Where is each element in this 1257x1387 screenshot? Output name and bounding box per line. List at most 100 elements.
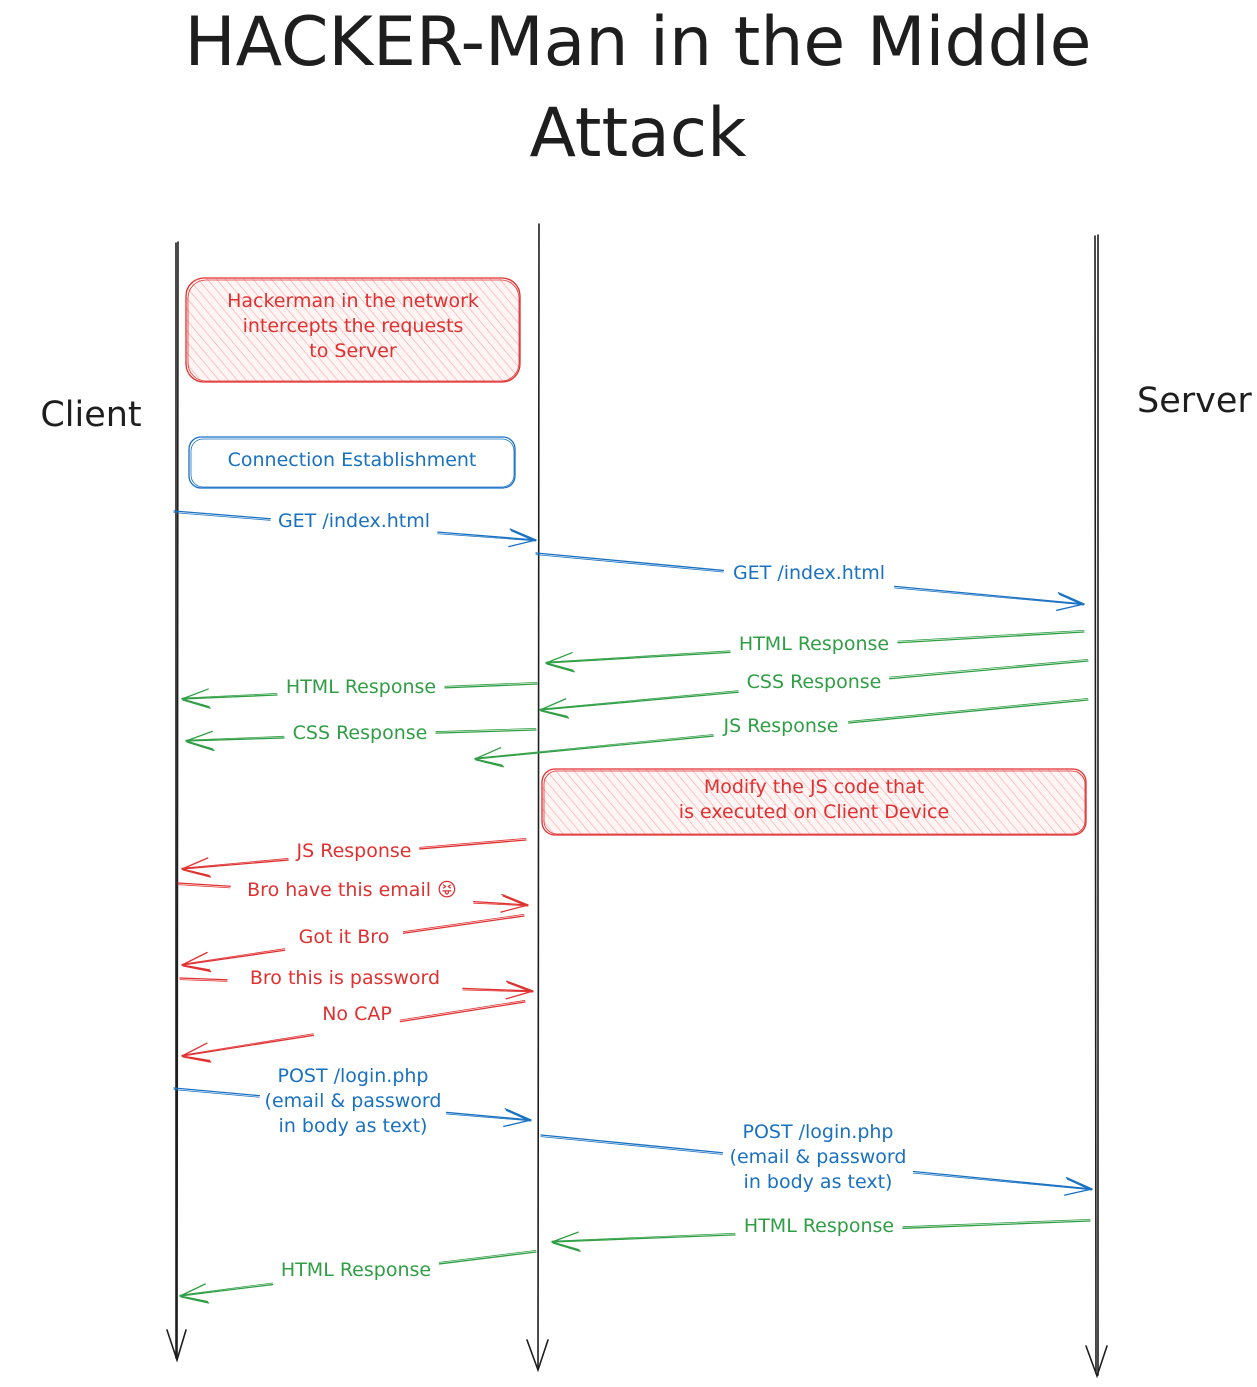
message-html-server-to-hacker-label: HTML Response [739,633,889,655]
message-html-server-to-hacker-final: HTML Response [551,1215,1091,1252]
message-html-server-to-hacker: HTML Response [545,630,1085,673]
arrow-shaft [185,729,537,742]
text-line: Bro have this email 😝 [247,879,457,901]
text-line: Modify the JS code that [704,776,924,798]
message-post-client-to-hacker-label: POST /login.php (email & password in body … [265,1065,442,1137]
text-line: JS Response [723,715,839,737]
actor-server-label: Server [1137,381,1252,421]
arrow-shaft [181,682,538,699]
arrow-head [179,1283,210,1304]
arrow-head [500,893,529,913]
diagram-title-line-2: Attack [529,94,747,173]
lifeline-server [1085,234,1108,1379]
text-line: (email & password [265,1090,442,1112]
arrow-shaft [474,698,1089,759]
arrow-shaft [540,1134,1093,1190]
arrow-shaft [173,1089,532,1122]
arrow-shaft [173,512,537,542]
message-get-hacker-to-server: GET /index.html [535,552,1085,611]
message-js-server-to-hacker: JS Response [474,698,1089,768]
arrow-shaft [179,977,534,992]
text-line: Bro this is password [250,967,440,989]
message-html-hacker-to-client-label: HTML Response [286,676,436,698]
arrow-shaft [179,979,534,993]
arrow-head [181,1042,212,1063]
text-line: intercepts the requests [243,315,464,337]
message-css-server-to-hacker: CSS Response [539,659,1089,719]
arrow-shaft [545,631,1085,664]
arrow-shaft [535,554,1085,606]
note-hackerman-text: Hackerman in the network intercepts the r… [227,290,479,362]
arrow-shaft [185,728,537,741]
text-line: No CAP [322,1003,392,1025]
message-css-hacker-to-client: CSS Response [185,722,537,752]
arrow-head [1064,1176,1093,1196]
arrow-head [185,730,215,752]
message-post-client-to-hacker: POST /login.php (email & password in body … [173,1065,532,1137]
text-line: JS Response [296,840,412,862]
arrow-shaft [181,683,538,700]
arrow-shaft [179,1250,537,1296]
arrow-head [505,980,534,1000]
message-email-client-to-hacker: Bro have this email 😝 [177,879,529,913]
message-got-it-hacker-to-client-label: Got it Bro [299,926,390,948]
arrow-shaft [551,1220,1091,1243]
message-html-server-to-hacker-final-label: HTML Response [744,1215,894,1237]
arrow-head [181,857,212,878]
text-line: CSS Response [293,722,428,744]
text-line: (email & password [730,1146,907,1168]
text-line: GET /index.html [733,562,885,584]
arrow-head [551,1231,581,1252]
text-line: to Server [309,340,397,362]
arrow-head [545,652,575,673]
arrow-shaft [173,1087,532,1121]
arrow-head [503,1108,532,1128]
message-get-client-to-hacker: GET /index.html [173,510,537,548]
message-html-hacker-to-client-final-label: HTML Response [281,1259,431,1281]
arrow-head [474,747,505,768]
note-modify-js: Modify the JS code that is executed on Cl… [541,768,1087,836]
arrow-shaft [181,914,525,965]
arrow-shaft [177,884,529,907]
text-line: in body as text) [279,1115,428,1137]
note-hackerman-intercepts: Hackerman in the network intercepts the r… [185,277,521,383]
text-line: is executed on Client Device [679,801,949,823]
text-line: Hackerman in the network [227,290,479,312]
arrow-head [181,951,212,973]
arrow-shaft [539,660,1089,711]
text-line: HTML Response [739,633,889,655]
message-no-cap-hacker-to-client: No CAP [181,1000,526,1063]
arrow-head [508,528,537,548]
lifeline-hacker [526,223,549,1373]
note-connection-establishment: Connection Establishment [188,436,516,489]
message-html-hacker-to-client: HTML Response [181,676,538,709]
arrow-shaft [539,659,1089,710]
text-line: HTML Response [286,676,436,698]
arrow-shaft [551,1219,1091,1242]
arrow-shaft [181,915,525,966]
message-no-cap-hacker-to-client-label: No CAP [322,1003,392,1025]
arrow-shaft [545,630,1085,663]
arrow-shaft [474,699,1089,760]
message-html-hacker-to-client-final: HTML Response [179,1250,537,1304]
text-line: GET /index.html [278,510,430,532]
message-email-client-to-hacker-label: Bro have this email 😝 [247,879,457,901]
text-line: CSS Response [747,671,882,693]
arrow-shaft [179,1251,537,1297]
arrow-shaft [173,510,537,541]
arrow-head [181,688,211,709]
message-js-server-to-hacker-label: JS Response [723,715,839,737]
message-get-client-to-hacker-label: GET /index.html [278,510,430,532]
text-line: POST /login.php [277,1065,428,1087]
text-line: POST /login.php [742,1121,893,1143]
arrow-shaft [177,882,529,906]
message-password-client-to-hacker-label: Bro this is password [250,967,440,989]
note-modify-js-text: Modify the JS code that is executed on Cl… [679,776,949,823]
message-got-it-hacker-to-client: Got it Bro [181,914,525,973]
message-get-hacker-to-server-label: GET /index.html [733,562,885,584]
text-line: Connection Establishment [228,449,477,471]
actor-client-label: Client [40,395,141,435]
message-css-server-to-hacker-label: CSS Response [747,671,882,693]
